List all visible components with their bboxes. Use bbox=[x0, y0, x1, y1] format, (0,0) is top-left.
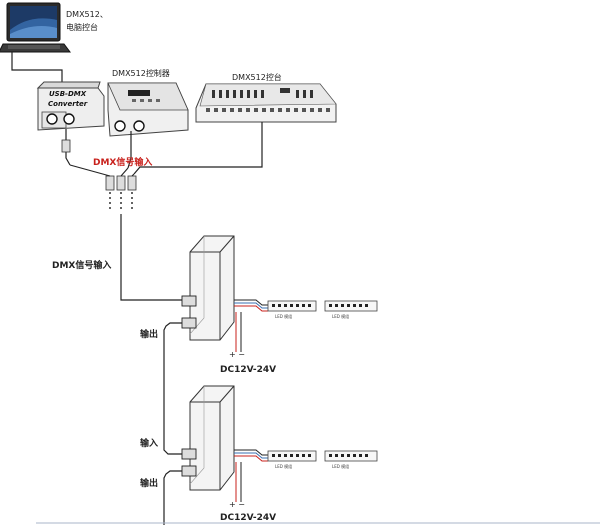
power-label-1: DC12V-24V bbox=[220, 365, 276, 375]
output-label-1: 输出 bbox=[140, 328, 158, 340]
led-strip-1b bbox=[324, 300, 378, 312]
dmx-console-device bbox=[195, 83, 337, 123]
converter-label-line1: USB-DMX bbox=[49, 90, 87, 98]
laptop-icon bbox=[0, 2, 71, 53]
led-strip-2a bbox=[267, 450, 317, 462]
controller-label: DMX512控制器 bbox=[112, 68, 170, 78]
pc-label-line1: DMX512、 bbox=[66, 10, 108, 19]
converter-label-line2: Converter bbox=[48, 100, 88, 108]
polarity-label-1: + − bbox=[229, 350, 245, 359]
power-label-2: DC12V-24V bbox=[220, 513, 276, 523]
xlr-plug-icon bbox=[105, 175, 137, 191]
xlr-port-icon bbox=[63, 113, 75, 125]
output-label-2: 输出 bbox=[140, 477, 158, 489]
led-strip-1a bbox=[267, 300, 317, 312]
xlr-plug-icon bbox=[61, 139, 71, 153]
dmx-input-label-red: DMX信号输入 bbox=[93, 156, 152, 168]
dmx-decoder-module-1 bbox=[181, 235, 235, 341]
console-label: DMX512控台 bbox=[232, 72, 282, 82]
xlr-port-icon bbox=[46, 113, 58, 125]
usb-cable bbox=[11, 52, 63, 88]
usb-dmx-converter bbox=[36, 81, 105, 131]
led-module-label-1b: LED 模组 bbox=[332, 313, 349, 319]
led-module-label-1a: LED 模组 bbox=[275, 313, 292, 319]
pc-label-line2: 电脑控台 bbox=[66, 22, 98, 32]
dmx-input-label: DMX信号输入 bbox=[52, 259, 111, 271]
led-module-label-2a: LED 模组 bbox=[275, 463, 292, 469]
input-label-2: 输入 bbox=[140, 437, 158, 449]
led-strip-2b bbox=[324, 450, 378, 462]
dmx-controller-device bbox=[107, 82, 189, 137]
dmx-decoder-module-2 bbox=[181, 385, 235, 491]
led-module-label-2b: LED 模组 bbox=[332, 463, 349, 469]
xlr-port-icon bbox=[133, 120, 145, 132]
xlr-port-icon bbox=[114, 120, 126, 132]
polarity-label-2: + − bbox=[229, 500, 245, 509]
